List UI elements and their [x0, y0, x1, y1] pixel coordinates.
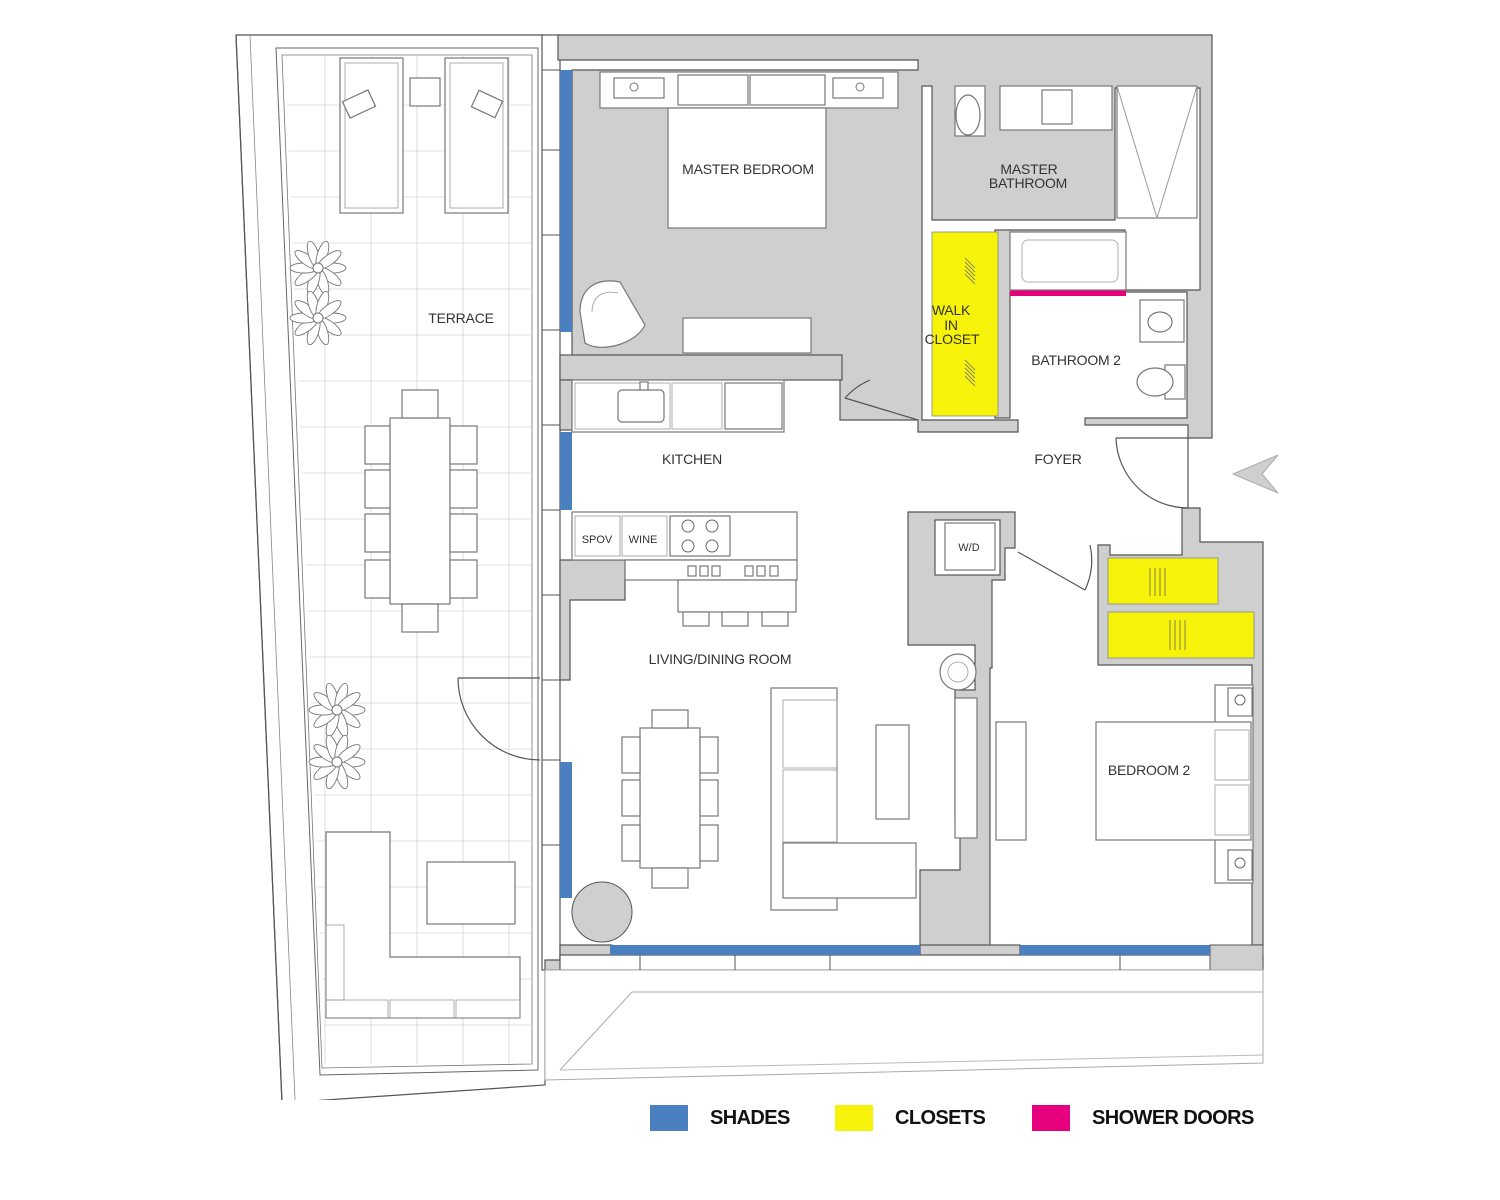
plants	[289, 240, 366, 790]
bedroom-2-furniture	[995, 684, 1254, 884]
lounge-chair	[444, 57, 509, 214]
label-walk-in-closet-line2: IN	[944, 317, 958, 333]
legend: SHADES CLOSETS SHOWER DOORS	[650, 1104, 1270, 1132]
legend-item-shades: SHADES	[650, 1104, 790, 1132]
legend-swatch-shower-doors	[1032, 1105, 1070, 1131]
door-swing-icon	[1017, 544, 1093, 591]
side-table	[409, 77, 441, 107]
lounge-chair	[339, 57, 404, 214]
dining-table	[621, 709, 719, 889]
kitchen-counter	[571, 379, 785, 433]
label-terrace: TERRACE	[428, 310, 494, 326]
sofa	[770, 687, 978, 911]
master-bathroom-fixtures	[954, 85, 1198, 219]
label-wd: W/D	[958, 542, 979, 554]
label-master-bathroom-line1: MASTER	[1000, 161, 1057, 177]
round-table	[571, 881, 633, 943]
door-swing-icon	[1115, 437, 1189, 509]
master-bedroom-furniture	[579, 71, 899, 354]
bathroom-2-fixtures	[1009, 231, 1186, 400]
door-swing-icon	[844, 379, 919, 421]
legend-label-closets: CLOSETS	[895, 1106, 986, 1129]
shower-door	[1010, 290, 1126, 296]
label-bedroom-2: BEDROOM 2	[1108, 762, 1191, 778]
label-living-dining: LIVING/DINING ROOM	[649, 651, 792, 667]
label-bathroom-2: BATHROOM 2	[1031, 352, 1121, 368]
plant-icon	[308, 734, 366, 790]
legend-label-shades: SHADES	[710, 1106, 790, 1129]
legend-item-closets: CLOSETS	[835, 1104, 986, 1132]
label-wine: WINE	[629, 534, 658, 546]
label-master-bedroom: MASTER BEDROOM	[682, 161, 814, 177]
kitchen-island	[571, 511, 798, 627]
label-kitchen: KITCHEN	[662, 451, 722, 467]
label-foyer: FOYER	[1034, 451, 1081, 467]
label-walk-in-closet-line1: WALK	[932, 302, 971, 318]
legend-label-shower-doors: SHOWER DOORS	[1092, 1106, 1254, 1129]
plant-icon	[289, 290, 347, 346]
plant-icon	[308, 682, 366, 738]
legend-swatch-shades	[650, 1105, 688, 1131]
shades	[560, 70, 1210, 955]
floor-plan: MASTER BEDROOM MASTER BATHROOM TERRACE W…	[235, 34, 1279, 1100]
column-fixture	[939, 653, 977, 691]
terrace-dining-table	[364, 389, 478, 633]
label-spov: SPOV	[582, 534, 613, 546]
legend-swatch-closets	[835, 1105, 873, 1131]
legend-item-shower-doors: SHOWER DOORS	[1032, 1104, 1254, 1132]
closets	[931, 231, 1255, 659]
label-walk-in-closet-line3: CLOSET	[925, 331, 980, 347]
label-master-bathroom-line2: BATHROOM	[989, 175, 1067, 191]
terrace-sectional-sofa	[325, 831, 521, 1019]
door-swing-icon	[457, 677, 541, 761]
entry-arrow-icon	[1231, 454, 1279, 494]
